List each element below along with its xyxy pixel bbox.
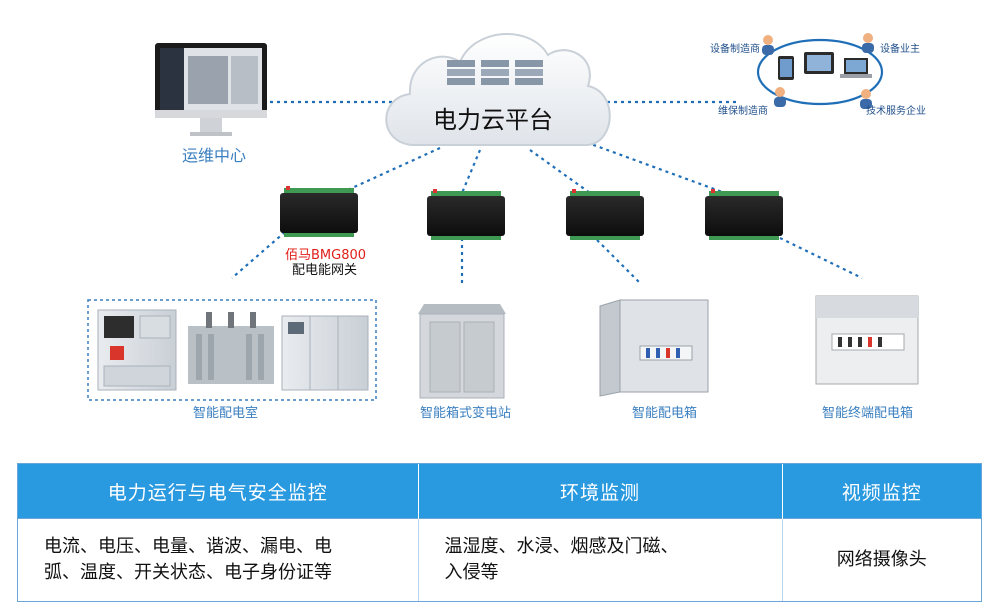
smartphone-icon: [778, 56, 794, 80]
header-environment: 环境监测: [418, 464, 783, 519]
site-label-terminal-box: 智能终端配电箱: [822, 406, 914, 421]
cell-line: 弧、温度、开关状态、电子身份证等: [44, 562, 332, 583]
site-label-box-substation: 智能箱式变电站: [420, 406, 512, 421]
box-substation-icon: [418, 304, 506, 399]
stakeholder-label-maintenance: 维保制造商: [718, 106, 768, 117]
person-icon: [774, 87, 786, 107]
distribution-box-icon: [599, 299, 709, 397]
cell-line: 入侵等: [444, 562, 499, 583]
cloud-platform-label: 电力云平台: [433, 106, 553, 134]
table-header-row: 电力运行与电气安全监控 环境监测 视频监控: [18, 464, 981, 519]
server-icon: [515, 60, 543, 85]
stakeholder-label-owner: 设备业主: [880, 44, 920, 55]
person-icon: [862, 33, 874, 53]
monitor-icon: [155, 43, 267, 136]
cell-environment: 温湿度、水浸、烟感及门磁、 入侵等: [418, 518, 783, 601]
gateway-device-3: [566, 189, 644, 240]
person-icon: [860, 89, 872, 109]
gateway-desc-label: 配电能网关: [292, 263, 358, 278]
stakeholder-label-tech-service: 技术服务企业: [866, 106, 926, 117]
gateway-device-2: [427, 189, 505, 240]
transformer-icon: [188, 312, 274, 384]
cell-power-safety: 电流、电压、电量、谐波、漏电、电 弧、温度、开关状态、电子身份证等: [18, 518, 419, 601]
gateway-model-label: 佰马BMG800: [285, 248, 367, 263]
cell-line: 网络摄像头: [836, 549, 927, 570]
monitoring-table: 电力运行与电气安全监控 环境监测 视频监控 电流、电压、电量、谐波、漏电、电 弧…: [17, 463, 982, 602]
cell-video: 网络摄像头: [782, 518, 981, 601]
header-power-safety: 电力运行与电气安全监控: [18, 464, 419, 519]
cell-line: 电流、电压、电量、谐波、漏电、电: [44, 536, 332, 557]
stakeholder-ring: [756, 33, 884, 109]
gateway-device-1: [280, 186, 358, 237]
gateway-device-4: [705, 189, 783, 240]
distribution-room-equipment: [87, 299, 377, 401]
server-icon: [481, 60, 509, 85]
stakeholder-label-manufacturer: 设备制造商: [710, 44, 760, 55]
laptop-icon: [840, 58, 872, 78]
cloud-platform: [385, 33, 611, 146]
table-row: 电流、电压、电量、谐波、漏电、电 弧、温度、开关状态、电子身份证等 温湿度、水浸…: [18, 518, 981, 601]
site-label-distribution-room: 智能配电室: [193, 406, 259, 421]
ops-center-label: 运维中心: [182, 146, 247, 165]
site-label-distribution-box: 智能配电箱: [632, 406, 698, 421]
tablet-icon: [804, 52, 834, 74]
server-icon: [447, 60, 475, 85]
cell-line: 温湿度、水浸、烟感及门磁、: [444, 536, 679, 557]
person-icon: [762, 35, 774, 55]
header-video: 视频监控: [782, 464, 981, 519]
terminal-distribution-box-icon: [815, 295, 919, 385]
